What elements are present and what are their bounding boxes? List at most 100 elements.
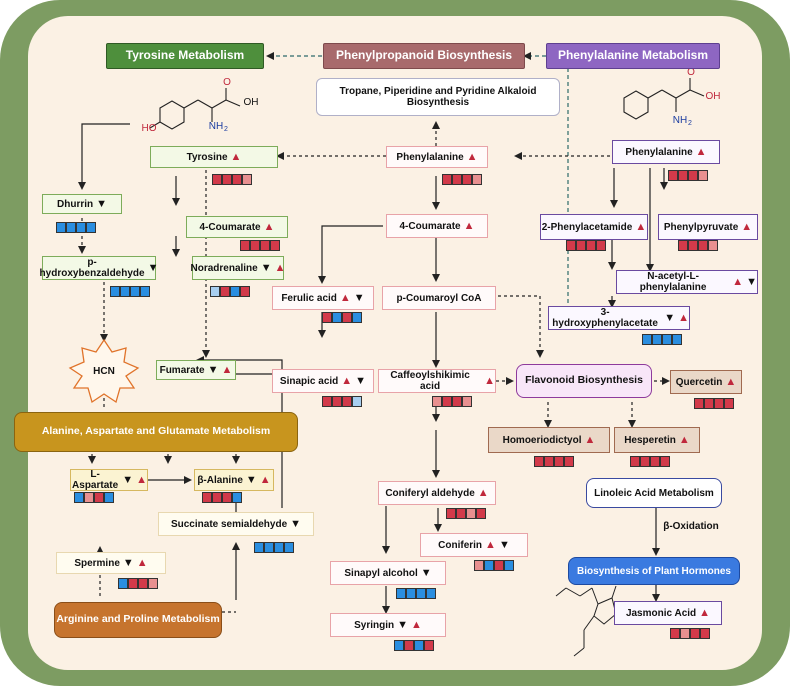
- metabolite-label: L-Aspartate: [72, 469, 119, 491]
- heatmap-cell: [466, 508, 476, 519]
- heatmap-phenylalanine_r: [668, 170, 708, 181]
- metabolite-alanine: β-Alanine▼▲: [194, 469, 274, 491]
- heatmap-phbenz: [110, 286, 150, 297]
- up-regulated-icon: ▲: [221, 363, 233, 376]
- metabolite-dhurrin: Dhurrin▼: [42, 194, 122, 214]
- heatmap-cell: [484, 560, 494, 571]
- heatmap-ferulic: [322, 312, 362, 323]
- up-regulated-icon: ▲: [732, 275, 744, 288]
- plant-hormones-header: Biosynthesis of Plant Hormones: [568, 557, 740, 585]
- heatmap-homoeriodictyol: [534, 456, 574, 467]
- down-regulated-icon: ▼: [122, 556, 134, 569]
- metabolite-aspartate: L-Aspartate▼▲: [70, 469, 148, 491]
- up-regulated-icon: ▲: [741, 220, 753, 233]
- heatmap-cell: [118, 578, 128, 589]
- heatmap-cell: [210, 286, 220, 297]
- up-regulated-icon: ▲: [230, 150, 242, 163]
- heatmap-cell: [504, 560, 514, 571]
- metabolite-coniferin: Coniferin▲▼: [420, 533, 528, 557]
- tropane-pathway-box: Tropane, Piperidine and Pyridine Alkaloi…: [316, 78, 560, 116]
- heatmap-cell: [432, 396, 442, 407]
- down-regulated-icon: ▼: [260, 261, 272, 274]
- heatmap-cell: [494, 560, 504, 571]
- heatmap-cell: [462, 174, 472, 185]
- heatmap-cell: [650, 456, 660, 467]
- heatmap-cell: [104, 492, 114, 503]
- metabolite-coumarate_c: 4-Coumarate▲: [386, 214, 488, 238]
- metabolite-label: Noradrenaline: [190, 262, 258, 274]
- metabolite-label: Sinapyl alcohol: [344, 567, 418, 579]
- metabolite-label: 2-Phenylacetamide: [541, 221, 633, 233]
- metabolite-label: β-Alanine: [197, 474, 243, 486]
- heatmap-cell: [406, 588, 416, 599]
- metabolite-label: Succinate semialdehyde: [170, 518, 288, 530]
- metabolite-coniferyl_ald: Coniferyl aldehyde▲: [378, 481, 496, 505]
- heatmap-cell: [424, 640, 434, 651]
- heatmap-cell: [708, 240, 718, 251]
- alanine-metabolism-header: Alanine, Aspartate and Glutamate Metabol…: [14, 412, 298, 452]
- metabolite-ferulic: Ferulic acid▲▼: [272, 286, 374, 310]
- heatmap-cell: [74, 492, 84, 503]
- tyrosine-o-label: O: [223, 76, 231, 88]
- heatmap-cell: [564, 456, 574, 467]
- tyrosine-nh-label: NH: [208, 120, 224, 132]
- metabolite-phenylacetamide: 2-Phenylacetamide▲: [540, 214, 648, 240]
- metabolite-label: Sinapic acid: [279, 375, 339, 387]
- metabolite-label: p-hydroxybenzaldehyde: [39, 257, 145, 279]
- heatmap-cell: [84, 492, 94, 503]
- heatmap-cell: [724, 398, 734, 409]
- down-regulated-icon: ▼: [290, 517, 302, 530]
- metabolite-label: Coniferin: [438, 539, 483, 551]
- heatmap-cell: [678, 170, 688, 181]
- down-regulated-icon: ▼: [355, 374, 367, 387]
- metabolite-syringin: Syringin▼▲: [330, 613, 446, 637]
- heatmap-cell: [222, 174, 232, 185]
- metabolite-fumarate: Fumarate▼▲: [156, 360, 236, 380]
- heatmap-cell: [474, 560, 484, 571]
- heatmap-cell: [452, 396, 462, 407]
- heatmap-hydroxyphenylacetate: [642, 334, 682, 345]
- up-regulated-icon: ▲: [484, 374, 495, 387]
- metabolite-succinate: Succinate semialdehyde▼: [158, 512, 314, 536]
- phenylpropanoid-header: Phenylpropanoid Biosynthesis: [323, 43, 525, 69]
- heatmap-cell: [342, 396, 352, 407]
- up-regulated-icon: ▲: [695, 145, 707, 158]
- metabolite-label: 4-Coumarate: [199, 221, 261, 233]
- heatmap-syringin: [394, 640, 434, 651]
- metabolite-label: Spermine: [74, 557, 120, 569]
- hcn-label: HCN: [93, 365, 115, 377]
- heatmap-cell: [270, 240, 280, 251]
- heatmap-cell: [242, 174, 252, 185]
- heatmap-cell: [456, 508, 466, 519]
- heatmap-alanine: [202, 492, 242, 503]
- heatmap-spermine: [118, 578, 158, 589]
- down-regulated-icon: ▼: [420, 566, 432, 579]
- metabolite-spermine: Spermine▼▲: [56, 552, 166, 574]
- metabolite-sinapic: Sinapic acid▲▼: [272, 369, 374, 393]
- heatmap-cell: [544, 456, 554, 467]
- up-regulated-icon: ▲: [136, 556, 148, 569]
- linoleic-acid-header: Linoleic Acid Metabolism: [586, 478, 722, 508]
- heatmap-cell: [640, 456, 650, 467]
- heatmap-cell: [240, 286, 250, 297]
- heatmap-cell: [690, 628, 700, 639]
- metabolite-label: Phenylalanine: [625, 146, 693, 158]
- heatmap-cell: [586, 240, 596, 251]
- metabolite-label: Coniferyl aldehyde: [385, 487, 475, 499]
- metabolite-label: Quercetin: [675, 376, 723, 388]
- metabolite-phenylalanine_c: Phenylalanine▲: [386, 146, 488, 168]
- heatmap-phenylpyruvate: [678, 240, 718, 251]
- heatmap-cell: [700, 628, 710, 639]
- up-regulated-icon: ▲: [699, 606, 711, 619]
- down-regulated-icon: ▼: [96, 197, 107, 210]
- heatmap-cell: [668, 170, 678, 181]
- heatmap-cell: [534, 456, 544, 467]
- metabolite-label: Phenylalanine: [396, 151, 464, 163]
- heatmap-phenylacetamide: [566, 240, 606, 251]
- heatmap-cell: [254, 542, 264, 553]
- heatmap-cell: [452, 174, 462, 185]
- up-regulated-icon: ▲: [463, 219, 475, 232]
- heatmap-cell: [414, 640, 424, 651]
- heatmap-cell: [670, 628, 680, 639]
